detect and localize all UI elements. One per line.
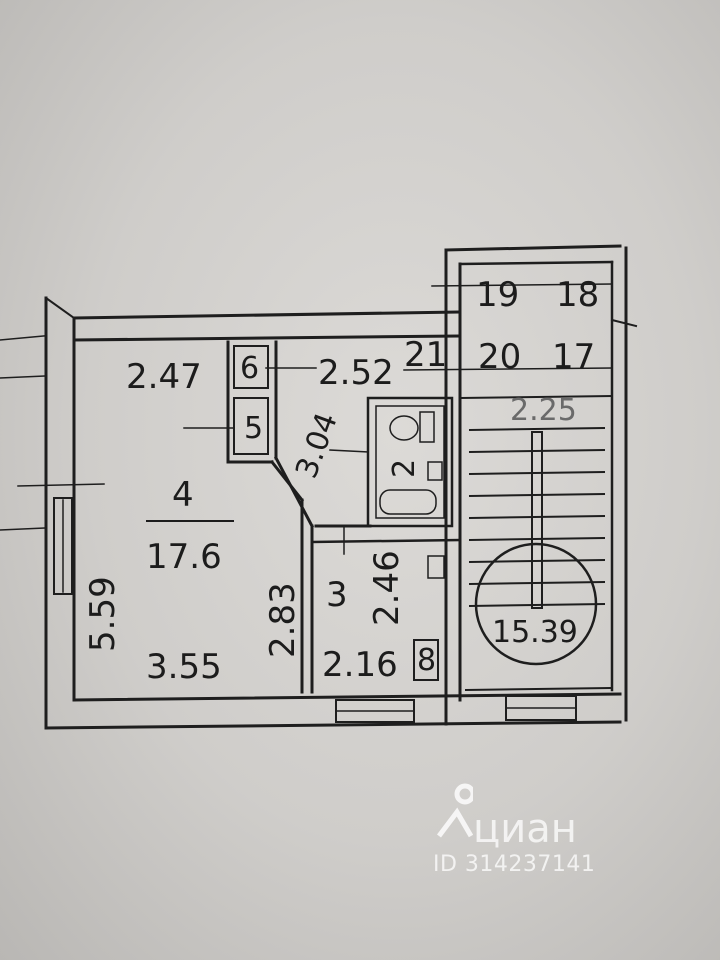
stair-label-19: 19 <box>476 275 520 315</box>
stair-label-18: 18 <box>556 275 600 315</box>
staircase <box>403 244 638 726</box>
kitchen <box>310 527 462 681</box>
stair-area: 15.39 <box>492 615 578 650</box>
room5-number: 5 <box>244 411 264 446</box>
stair-label-17: 17 <box>552 337 596 377</box>
location-pin-icon <box>437 783 473 838</box>
bathroom-number: 2 <box>387 458 422 478</box>
closets <box>183 345 317 455</box>
room4-number: 4 <box>172 475 194 515</box>
corridor-top-dimension: 2.52 <box>318 353 394 393</box>
room6-number: 6 <box>240 351 260 386</box>
room3-side-dimension: 2.46 <box>367 550 407 626</box>
window-left <box>0 335 105 595</box>
bathroom <box>314 396 454 528</box>
room4-top-dimension: 2.47 <box>126 357 202 397</box>
window-bottom <box>335 695 577 723</box>
stair-label-20: 20 <box>478 337 522 377</box>
room4-area: 17.6 <box>146 537 222 577</box>
stove-symbol: 8 <box>417 643 437 678</box>
room4-right-dimension: 2.83 <box>263 582 303 658</box>
watermark-id: ID 314237141 <box>433 852 596 877</box>
room3-number: 3 <box>326 575 348 615</box>
room3-bottom-dimension: 2.16 <box>322 645 398 685</box>
stair-width-dimension: 2.25 <box>510 393 577 428</box>
watermark-brand: циан <box>473 806 577 852</box>
room4-partition <box>226 340 315 694</box>
stair-label-21: 21 <box>404 335 448 375</box>
watermark: циан ID 314237141 <box>433 780 673 880</box>
outer-wall <box>44 296 622 730</box>
room4-left-dimension: 5.59 <box>83 576 123 652</box>
room4-bottom-dimension: 3.55 <box>146 647 222 687</box>
room4-fraction-line <box>146 520 234 522</box>
